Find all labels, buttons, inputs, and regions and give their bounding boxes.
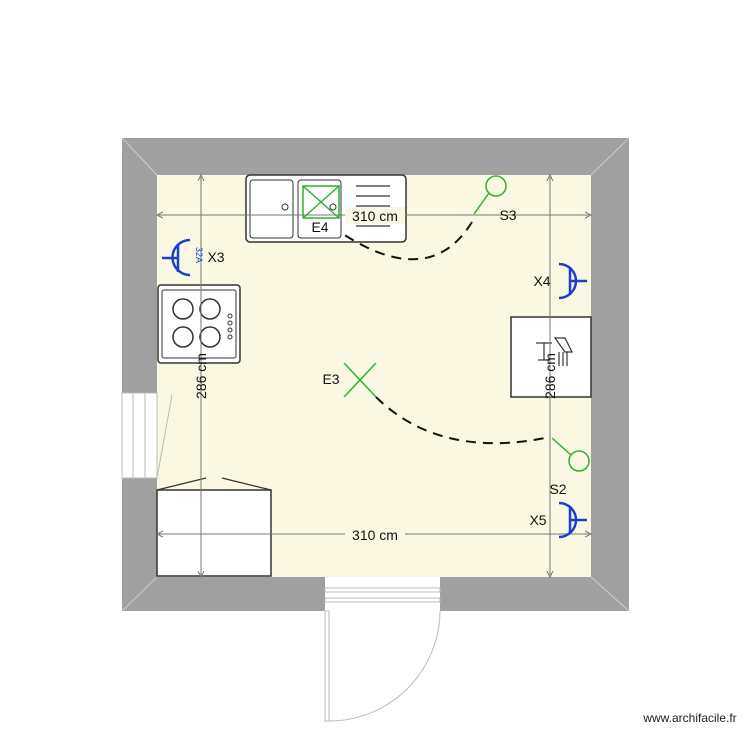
window <box>121 392 173 479</box>
outlet-x5-icon[interactable] <box>558 501 587 539</box>
label-e3: E3 <box>322 371 339 387</box>
outlet-x3-icon[interactable] <box>162 238 191 277</box>
cooktop[interactable] <box>157 284 241 364</box>
wiring-s2-e3 <box>375 396 551 445</box>
dimension-bottom: 310 cm <box>352 527 398 543</box>
label-e4: E4 <box>311 219 328 235</box>
light-point-e3-icon[interactable] <box>343 362 377 398</box>
dimension-left: 286 cm <box>193 353 209 399</box>
dimension-right: 286 cm <box>542 353 558 399</box>
switch-s2-icon[interactable] <box>551 437 590 472</box>
door[interactable] <box>324 577 441 722</box>
label-s3: S3 <box>499 207 516 223</box>
label-amp: 32A <box>194 247 204 263</box>
label-x4: X4 <box>533 273 550 289</box>
wiring-s3-e4 <box>342 221 473 261</box>
switch-s3-icon[interactable] <box>473 175 507 215</box>
outlet-x4-icon[interactable] <box>558 262 587 300</box>
cabinet-unit[interactable] <box>156 477 272 577</box>
watermark[interactable]: www.archifacile.fr <box>642 711 736 725</box>
dimension-top: 310 cm <box>352 208 398 224</box>
label-s2: S2 <box>549 481 566 497</box>
label-x5: X5 <box>529 512 546 528</box>
label-x3: X3 <box>207 249 224 265</box>
